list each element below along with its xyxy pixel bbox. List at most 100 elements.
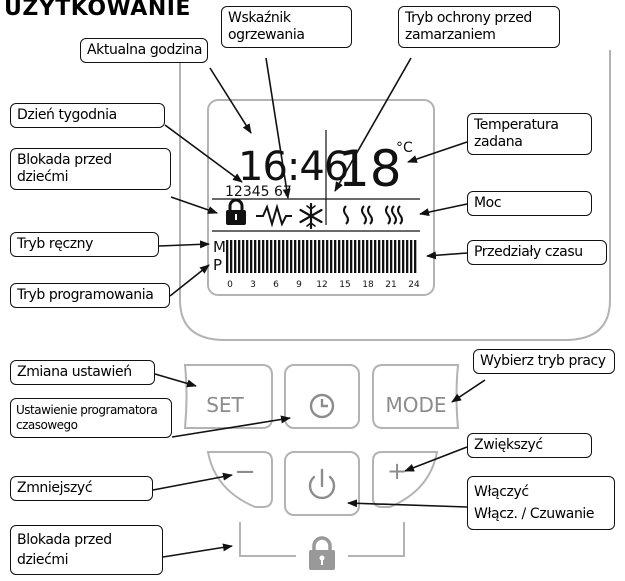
padlock-icon (309, 536, 335, 570)
time-slot-bar (378, 240, 381, 273)
lock-icon (226, 198, 246, 225)
hour-tick-label: 21 (385, 280, 396, 290)
hour-tick-label: 24 (408, 280, 420, 290)
power-icon (308, 468, 336, 500)
temperature-unit: °C (396, 140, 413, 156)
mode-button[interactable]: MODE (372, 364, 460, 429)
time-slot-bar (318, 240, 321, 273)
page-title: UŻYTKOWANIE (4, 0, 191, 21)
time-slot-bar (250, 240, 253, 273)
time-slot-bar (302, 240, 305, 273)
minus-button-label: − (234, 457, 256, 487)
time-slot-bar (246, 240, 249, 273)
time-slot-bar (278, 240, 281, 273)
mode-button-label: MODE (385, 393, 446, 417)
hour-tick-label: 6 (273, 280, 279, 290)
time-slot-bar (350, 240, 353, 273)
time-slot-bar (414, 240, 417, 273)
time-slot-bar (230, 240, 233, 273)
time-slot-bar (322, 240, 325, 273)
hour-tick-label: 12 (316, 280, 327, 290)
time-slot-bar (402, 240, 405, 273)
callout-change-settings: Zmiana ustawień (10, 360, 155, 385)
callout-time-slots: Przedziały czasu (467, 240, 607, 265)
time-slot-bar (370, 240, 373, 273)
time-slot-bar (274, 240, 277, 273)
lcd-screen (207, 99, 435, 296)
time-slot-bar (298, 240, 301, 273)
time-slot-bar (346, 240, 349, 273)
heating-icon (256, 203, 292, 228)
time-slot-bar (314, 240, 317, 273)
time-slot-bar (330, 240, 333, 273)
time-slot-bar (354, 240, 357, 273)
time-slot-bar (366, 240, 369, 273)
time-slot-bar (286, 240, 289, 273)
time-slot-bar (326, 240, 329, 273)
power-level-icon (343, 205, 403, 225)
callout-power: Moc (467, 191, 592, 216)
set-button[interactable]: SET (183, 364, 273, 429)
manual-mode-indicator: M (213, 238, 226, 256)
hour-tick-label: 18 (362, 280, 374, 290)
time-slot-bar (406, 240, 409, 273)
callout-day-of-week: Dzień tygodnia (10, 103, 165, 128)
set-button-label: SET (206, 393, 244, 417)
time-slot-bar (294, 240, 297, 273)
time-slot-bar (242, 240, 245, 273)
hour-tick-label: 3 (250, 280, 256, 290)
device-outline (179, 50, 611, 341)
callout-manual-mode: Tryb ręczny (10, 232, 159, 257)
time-slot-bar (234, 240, 237, 273)
plus-button[interactable]: + (372, 451, 439, 508)
program-mode-indicator: P (213, 256, 222, 274)
minus-button[interactable]: − (206, 451, 273, 508)
timer-button[interactable] (284, 364, 360, 429)
time-slot-bar (342, 240, 345, 273)
time-slot-bar (238, 240, 241, 273)
weekdays: 12345 67 (225, 184, 292, 200)
lock-bracket (239, 522, 405, 557)
set-temperature: 18 (338, 140, 402, 198)
time-slot-bar (226, 240, 229, 273)
time-slot-bar (374, 240, 377, 273)
time-slot-bar (394, 240, 397, 273)
time-slot-bar (362, 240, 365, 273)
time-slot-bar (410, 240, 413, 273)
time-slot-bar (290, 240, 293, 273)
power-button[interactable] (284, 451, 360, 516)
snowflake-icon (299, 202, 323, 230)
time-slot-bar (334, 240, 337, 273)
callout-select-mode: Wybierz tryb pracy (473, 349, 615, 374)
time-slot-bar (270, 240, 273, 273)
time-slot-bar (358, 240, 361, 273)
time-slot-bars (226, 240, 417, 273)
time-slot-bar (390, 240, 393, 273)
hour-tick-label: 15 (339, 280, 350, 290)
current-time: 16:46 (238, 144, 348, 190)
time-slot-bar (382, 240, 385, 273)
time-slot-bar (398, 240, 401, 273)
time-slot-bar (386, 240, 389, 273)
time-slot-bar (310, 240, 313, 273)
callout-decrease: Zmniejszyć (10, 476, 153, 501)
time-slot-bar (338, 240, 341, 273)
leader-lines (152, 57, 486, 558)
callout-increase: Zwiększyć (467, 433, 592, 458)
hour-tick-label: 0 (227, 280, 233, 290)
time-slot-bar (262, 240, 265, 273)
callout-current-time: Aktualna godzina (80, 38, 208, 63)
clock-icon (309, 393, 335, 419)
plus-button-label: + (387, 457, 407, 485)
time-slot-bar (254, 240, 257, 273)
time-slot-bar (266, 240, 269, 273)
